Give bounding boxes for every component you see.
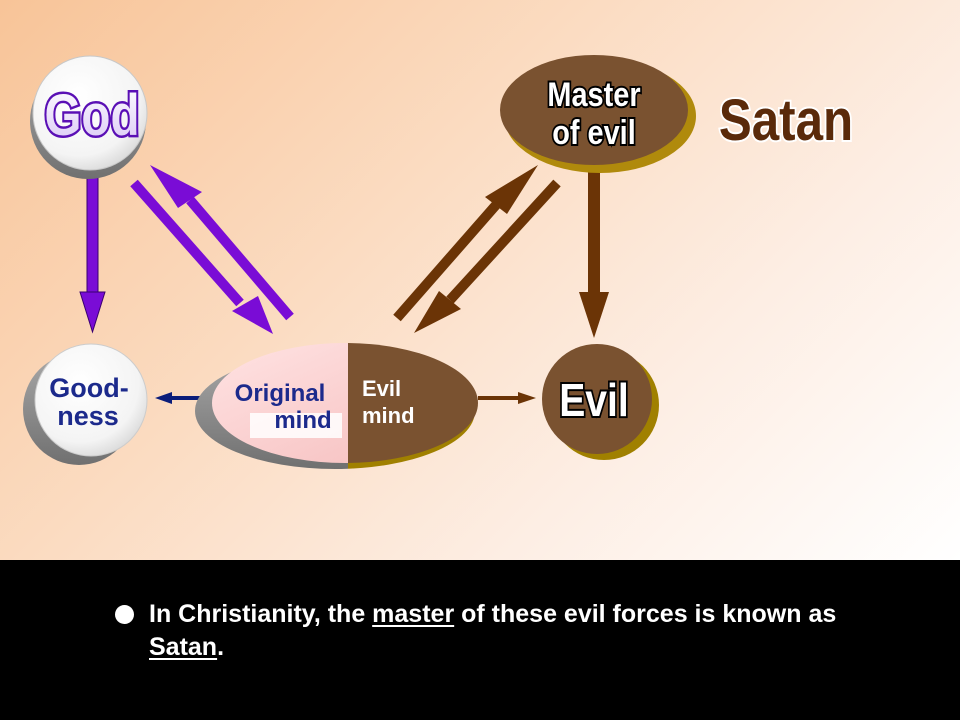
original-mind-label-line2: mind (274, 407, 331, 434)
arrow-master-to-evil-mind (414, 179, 561, 333)
diagram-area: God Master of evil Satan Good- ness Orig… (0, 0, 960, 560)
arrow-god-to-original-mind (130, 179, 273, 334)
node-god: God (30, 55, 148, 179)
arrow-master-to-evil (579, 168, 609, 338)
node-goodness: Good- ness (23, 343, 148, 465)
satan-title: Satan (719, 88, 853, 153)
node-original-mind: Original mind (212, 343, 348, 463)
arrow-evil-mind-to-master (393, 165, 538, 322)
goodness-label-line2: ness (57, 401, 119, 431)
evil-label: Evil (559, 375, 629, 427)
master-label-line1: Master (547, 75, 640, 114)
caption-text: In Christianity, the master of these evi… (149, 598, 875, 664)
node-evil-mind: Evil mind (348, 343, 478, 463)
node-mind: Original mind Evil mind (195, 343, 478, 469)
caption-satan-word: Satan (149, 633, 218, 661)
caption-bar (0, 560, 960, 720)
original-mind-label-line1: Original (235, 380, 326, 407)
arrow-evil-mind-to-evil (478, 392, 536, 404)
evil-mind-label-line2: mind (362, 403, 415, 428)
evil-mind-label-line1: Evil (362, 376, 401, 401)
arrow-original-mind-to-god (150, 165, 294, 321)
caption-part2: of these evil forces is known as (454, 600, 837, 628)
goodness-label-line1: Good- (49, 373, 128, 403)
caption-part1: In Christianity, the (149, 600, 373, 628)
caption-part3: . (217, 633, 225, 661)
node-master-of-evil: Master of evil (500, 55, 696, 173)
god-label: God (44, 84, 139, 149)
caption-bullet: In Christianity, the master of these evi… (115, 598, 875, 664)
arrow-god-to-goodness (79, 167, 106, 334)
node-evil: Evil (542, 344, 659, 460)
caption-master-word: master (372, 600, 455, 628)
diagram-canvas: God Master of evil Satan Good- ness Orig… (23, 55, 855, 469)
bullet-dot-icon (115, 605, 134, 624)
master-label-line2: of evil (552, 113, 636, 152)
